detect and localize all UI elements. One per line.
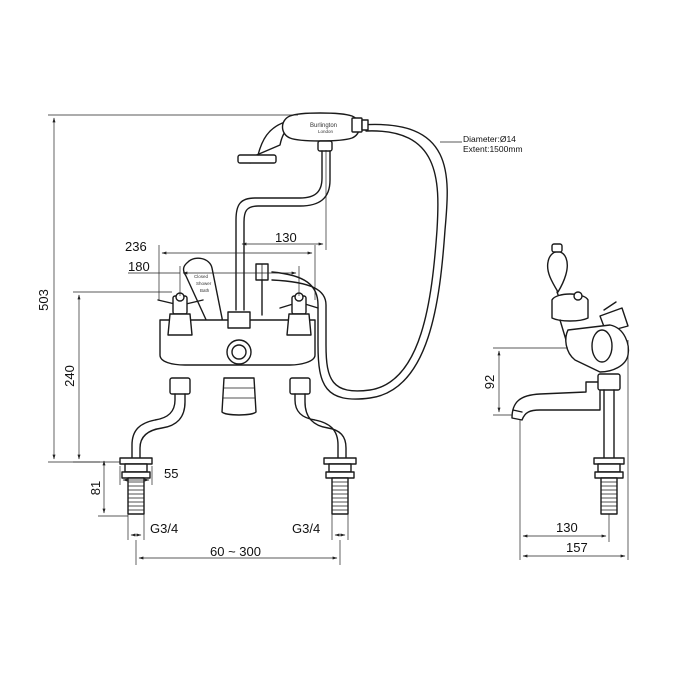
dim-width-180: 180 [128, 259, 150, 274]
lever-label-3: Bath [200, 288, 210, 293]
lever-label-2: Shower [196, 281, 212, 286]
right-shank [323, 457, 357, 515]
side-lever [546, 251, 568, 293]
right-leg [294, 393, 339, 459]
left-leg [131, 393, 176, 459]
left-shank [119, 457, 153, 515]
shower-hose [271, 123, 448, 400]
dim-side-130: 130 [556, 520, 578, 535]
side-view: 92 130 157 [482, 243, 630, 560]
side-body [565, 324, 630, 373]
bath-spout [221, 377, 257, 416]
diverter-lever: Closed Shower Bath [182, 257, 223, 328]
riser-pipe [235, 150, 323, 311]
front-view: Burlington London Closed Shower Bath [36, 112, 523, 565]
dim-width-55: 55 [164, 466, 178, 481]
shower-handset: Burlington London [237, 112, 369, 164]
handset-sub: London [318, 129, 334, 134]
side-spout [511, 381, 601, 421]
dim-width-236: 236 [125, 239, 147, 254]
dim-height-240: 240 [62, 365, 77, 387]
hose-extent-note: Extent:1500mm [463, 144, 523, 154]
dim-height-81: 81 [88, 481, 103, 495]
dim-width-130-top: 130 [275, 230, 297, 245]
dim-side-height-92: 92 [482, 375, 497, 389]
dim-centres: 60 ~ 300 [210, 544, 261, 559]
lever-label-1: Closed [194, 274, 209, 279]
dim-side-157: 157 [566, 540, 588, 555]
hose-diameter-note: Diameter:Ø14 [463, 134, 516, 144]
handset-brand: Burlington [310, 123, 337, 129]
dim-thread-right: G3/4 [292, 521, 320, 536]
dim-thread-left: G3/4 [150, 521, 178, 536]
dim-overall-height: 503 [36, 289, 51, 311]
